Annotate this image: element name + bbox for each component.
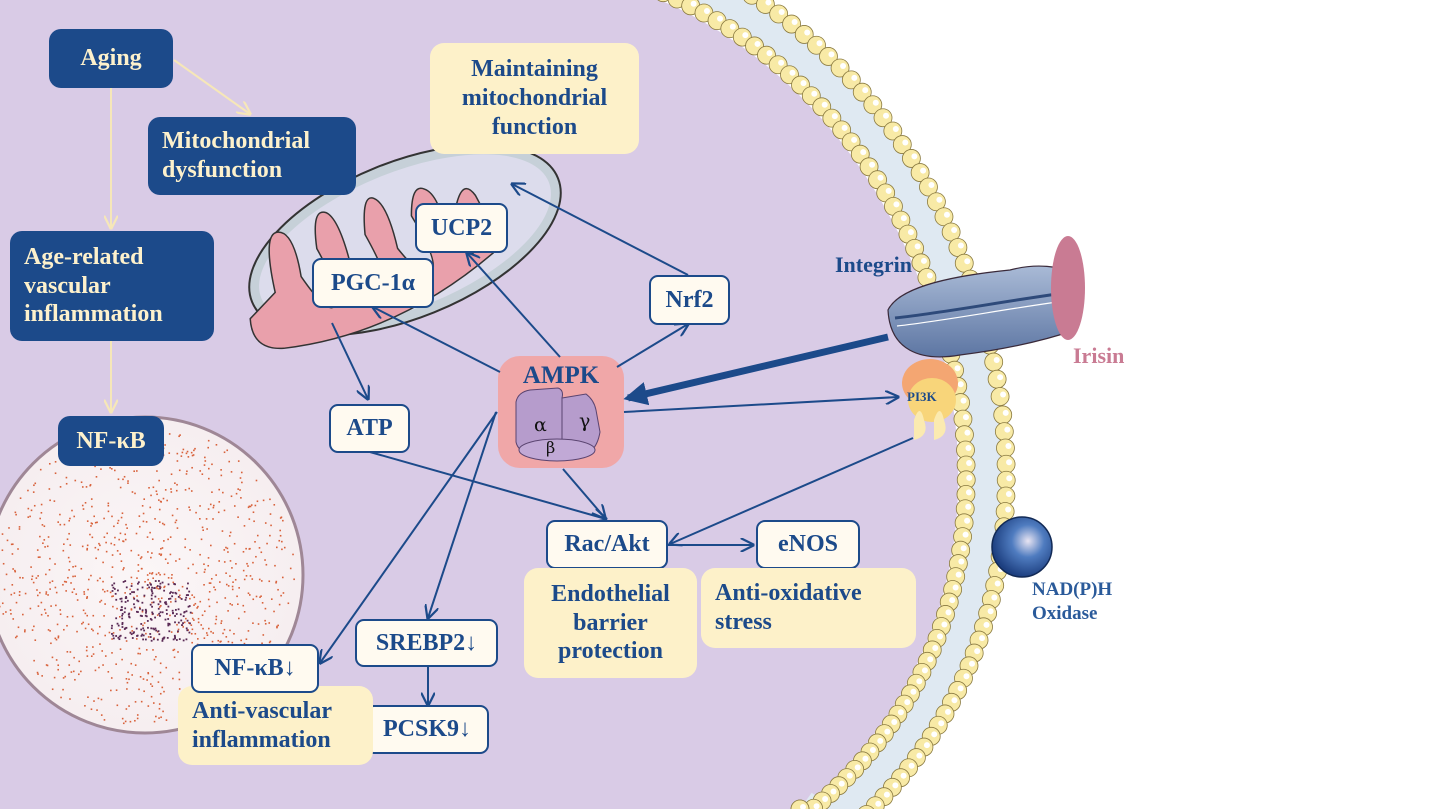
nrf2-box: Nrf2	[649, 275, 730, 325]
arrow-ampk-to-nfkb-down	[320, 411, 498, 663]
endothelial-box: Endothelial barrier protection	[524, 568, 697, 678]
arrow-ampk-to-ucp2	[467, 253, 561, 358]
nfkb-label: NF-κB	[76, 427, 146, 454]
nfkb-down-label: NF-κB↓	[214, 655, 296, 682]
irisin-icon	[1051, 236, 1085, 340]
integrin-label: Integrin	[835, 252, 912, 277]
mito-function-box: Maintaining mitochondrial function	[430, 43, 639, 154]
vascular-inflammation-box: Age-related vascular inflammation	[10, 231, 214, 341]
pcsk9-label: PCSK9↓	[382, 716, 471, 743]
aging-box: Aging	[49, 29, 173, 88]
arrow-aging-to-mito	[173, 59, 250, 114]
arrow-nrf2-to-mito-function	[512, 184, 689, 276]
anti-oxidative-box: Anti-oxidative stress	[701, 568, 916, 648]
atp-label: ATP	[346, 415, 393, 442]
pi3k-label: PI3K	[907, 389, 937, 404]
arrow-integrin-to-ampk	[623, 333, 889, 406]
anti-oxidative-line1: Anti-oxidative	[715, 580, 862, 607]
anti-inflammation-line1: Anti-vascular	[192, 697, 332, 724]
pcsk9-box: PCSK9↓	[365, 705, 489, 754]
nadph-line2: Oxidase	[1032, 602, 1098, 624]
arrow-ampk-to-nrf2	[616, 324, 688, 368]
integrin-icon	[887, 265, 1076, 358]
pgc1a-label: PGC-1α	[330, 269, 416, 296]
irisin-label: Irisin	[1073, 343, 1125, 368]
srebp2-box: SREBP2↓	[355, 619, 498, 667]
mito-dysfunction-line1: Mitochondrial	[162, 128, 310, 155]
arrow-ampk-to-pi3k	[623, 397, 898, 413]
endothelial-line3: protection	[558, 638, 663, 665]
arrow-pgc1a-to-atp	[331, 322, 368, 399]
ampk-beta-label: β	[546, 438, 556, 457]
vascular-inflammation-line3: inflammation	[24, 301, 163, 328]
nadph-oxidase-icon	[991, 516, 1053, 578]
endothelial-line1: Endothelial	[551, 580, 670, 607]
pgc1a-box: PGC-1α	[312, 258, 434, 308]
ucp2-box: UCP2	[415, 203, 508, 253]
ampk-complex-icon	[515, 387, 601, 462]
arrow-atp-to-rac-akt	[369, 451, 606, 519]
ucp2-label: UCP2	[430, 214, 493, 241]
nfkb-down-box: NF-κB↓	[191, 644, 319, 693]
srebp2-label: SREBP2↓	[375, 629, 478, 656]
arrow-ampk-to-srebp2	[428, 411, 497, 618]
enos-label: eNOS	[778, 531, 838, 558]
aging-label: Aging	[80, 45, 142, 72]
enos-box: eNOS	[756, 520, 860, 569]
mito-function-line1: Maintaining	[471, 56, 598, 83]
rac-akt-box: Rac/Akt	[546, 520, 668, 569]
atp-box: ATP	[329, 404, 410, 453]
nrf2-label: Nrf2	[665, 286, 714, 313]
nfkb-box: NF-κB	[58, 416, 164, 466]
mito-function-line3: function	[491, 113, 578, 140]
arrow-pi3k-to-rac-akt	[670, 437, 914, 544]
anti-oxidative-line2: stress	[715, 609, 772, 635]
mito-function-line2: mitochondrial	[461, 85, 608, 112]
vascular-inflammation-line2: vascular	[24, 272, 111, 299]
vascular-inflammation-line1: Age-related	[24, 243, 144, 270]
ampk-gamma-label: γ	[579, 410, 591, 432]
pi3k-icon	[902, 359, 958, 440]
nadph-oxidase-label: NAD(P)H Oxidase	[1032, 578, 1112, 626]
mito-dysfunction-line2: dysfunction	[162, 157, 283, 183]
ampk-alpha-label: α	[534, 414, 547, 436]
rac-akt-label: Rac/Akt	[564, 531, 650, 558]
ampk-label: AMPK	[522, 362, 600, 389]
anti-inflammation-box: Anti-vascular inflammation	[178, 686, 373, 765]
endothelial-line2: barrier	[573, 609, 648, 636]
arrow-ampk-to-rac-akt	[562, 468, 605, 518]
arrow-ampk-to-pgc1a	[373, 307, 501, 373]
ampk-node: AMPK α γ β	[498, 356, 624, 468]
nadph-line1: NAD(P)H	[1032, 579, 1113, 600]
mito-dysfunction-box: Mitochondrial dysfunction	[148, 117, 356, 195]
anti-inflammation-line2: inflammation	[192, 726, 331, 753]
